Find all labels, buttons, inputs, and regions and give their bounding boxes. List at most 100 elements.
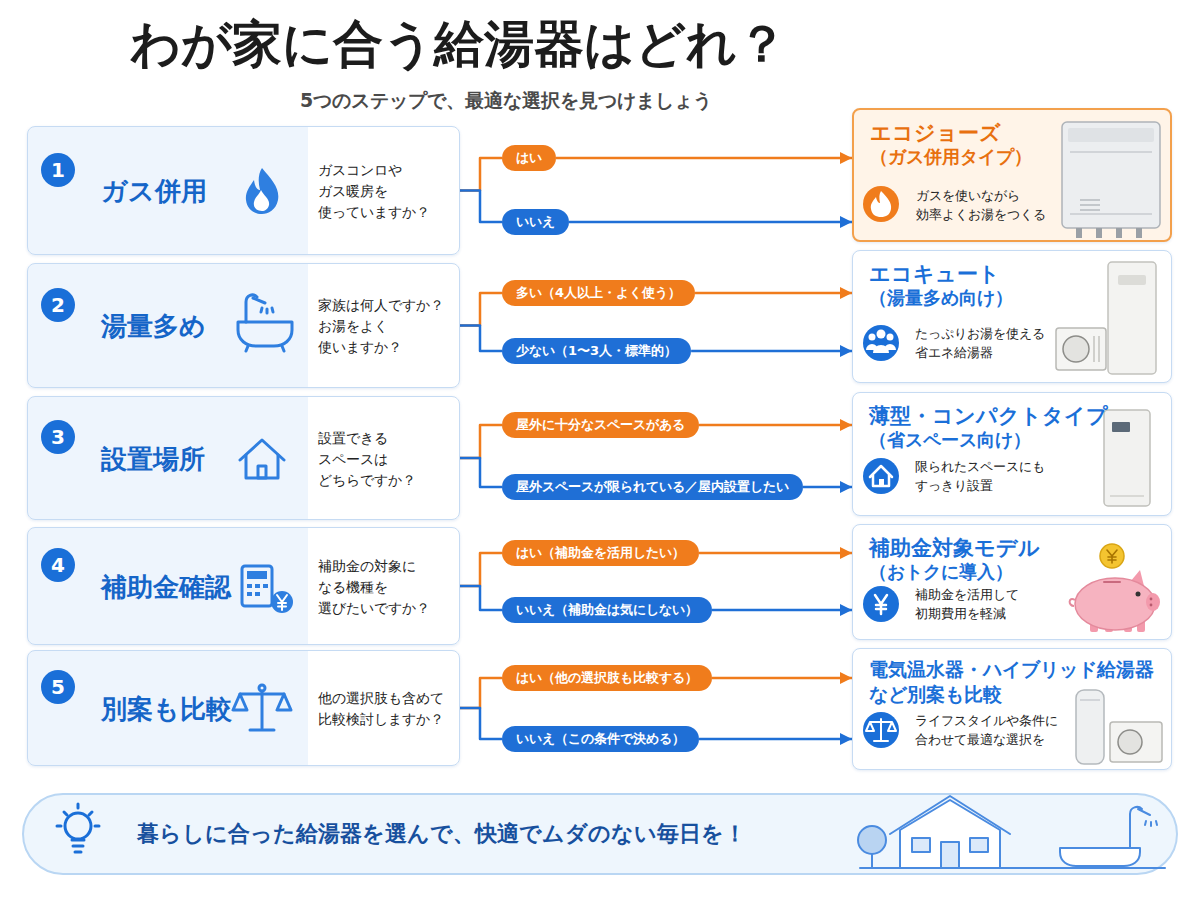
heat-pump-picture — [1056, 262, 1156, 374]
gas-boiler-picture — [1062, 122, 1160, 238]
flow-connector — [460, 326, 502, 352]
answer-text: いいえ（補助金は気にしない） — [516, 597, 698, 623]
answer-text: 少ない（1〜3人・標準的） — [516, 338, 677, 364]
flow-connector — [691, 350, 852, 353]
text-slot: 補助金確認 — [101, 572, 231, 603]
question-text: 補助金の対象に なる機種を 選びたいですか？ — [318, 556, 456, 619]
heat-pump-picture — [1108, 262, 1156, 374]
answer-text: はい（他の選択肢も比較する） — [516, 665, 698, 691]
question-text: 家族は何人ですか？ お湯をよく 使いますか？ — [318, 295, 456, 358]
result-title: 補助金対象モデル — [869, 535, 1040, 561]
question-row: 湯量多め家族は何人ですか？ お湯をよく 使いますか？2 — [27, 263, 460, 388]
step-title: 別案も比較 — [101, 694, 232, 725]
page-title: わが家に合う給湯器はどれ？ — [130, 14, 787, 74]
subtitle: 5つのステップで、最適な選択を見つけましょう — [300, 88, 712, 114]
water-heater-picture — [1110, 722, 1162, 762]
light-bulb-icon — [57, 804, 99, 826]
calculator-icon — [247, 584, 252, 588]
step-number-text: 2 — [41, 288, 75, 322]
result-icon-people — [866, 344, 896, 353]
flow-connector — [699, 738, 852, 741]
result-subtitle: （湯量多め向け） — [869, 287, 1013, 310]
text-slot: ライフスタイルや条件に 合わせて最適な選択を — [915, 712, 1067, 750]
text-slot: エコキュート — [869, 261, 1000, 287]
step-title: ガス併用 — [101, 176, 207, 207]
question-row: 別案も比較他の選択肢も含めて 比較検討しますか？5 — [27, 650, 460, 766]
piggy-bank-picture — [1136, 592, 1141, 597]
calculator-icon — [242, 566, 272, 606]
result-description: 限られたスペースにも すっきり設置 — [915, 458, 1067, 496]
text-slot: （おトクに導入） — [869, 561, 1013, 584]
house-picture — [1130, 807, 1150, 848]
text-slot: 補助金対象モデル — [869, 535, 1040, 561]
gas-boiler-picture — [1096, 228, 1102, 238]
gas-boiler-picture — [1062, 122, 1160, 228]
question-text: ガスコンロや ガス暖房を 使っていますか？ — [318, 160, 456, 223]
heat-pump-picture — [1094, 336, 1099, 362]
bathtub-icon — [238, 295, 292, 351]
flow-connector — [699, 424, 852, 427]
result-icon-house — [870, 466, 892, 486]
bathtub-icon — [261, 308, 273, 313]
question-text: 設置できる スペースは どちらですか？ — [318, 428, 456, 491]
house-icon — [240, 440, 284, 478]
result-icon-house — [863, 458, 899, 494]
house-picture — [912, 838, 930, 852]
result-icon-scale — [863, 712, 899, 748]
result-icon-yen — [863, 586, 899, 622]
answer-pill: はい — [502, 145, 556, 171]
result-description: ライフスタイルや条件に 合わせて最適な選択を — [915, 712, 1067, 750]
footer-message: 暮らしに合った給湯器を選んで、快適でムダのない毎日を！ — [137, 819, 746, 849]
text-slot: エコジョーズ — [870, 120, 1001, 146]
text-slot: ガスを使いながら 効率よくお湯をつくる — [916, 187, 1068, 225]
answer-text: いいえ — [516, 209, 555, 235]
text-slot: 暮らしに合った給湯器を選んで、快適でムダのない毎日を！ — [137, 819, 746, 849]
step-number: 5 — [41, 670, 75, 704]
flame-icon — [254, 190, 269, 211]
text-slot: 家族は何人ですか？ お湯をよく 使いますか？ — [318, 295, 456, 358]
piggy-bank-picture — [1150, 604, 1153, 607]
flow-connector — [460, 158, 502, 191]
water-heater-picture — [1076, 690, 1104, 764]
scale-icon — [233, 694, 291, 710]
flow-connector — [803, 486, 852, 489]
piggy-bank-picture — [1100, 544, 1124, 568]
text-slot: （ガス併用タイプ） — [870, 146, 1032, 169]
text-slot: 別案も比較 — [101, 694, 232, 725]
result-icon-people — [863, 325, 899, 361]
flow-connector — [460, 586, 502, 610]
scale-icon — [233, 685, 291, 730]
result-title: 電気温水器・ハイブリッド給湯器 など別案も比較 — [869, 657, 1169, 706]
flow-connector — [460, 293, 502, 326]
piggy-bank-picture — [1150, 598, 1153, 601]
answer-pill: いいえ — [502, 209, 569, 235]
text-slot: 限られたスペースにも すっきり設置 — [915, 458, 1067, 496]
calculator-icon — [247, 592, 252, 596]
flow-connector — [460, 458, 502, 487]
answer-pill: 多い（4人以上・よく使う） — [502, 280, 695, 306]
calculator-icon — [247, 571, 267, 579]
compact-unit-picture — [1104, 410, 1150, 506]
calculator-icon — [255, 584, 260, 588]
gas-boiler-picture — [1136, 228, 1142, 238]
calculator-icon — [271, 591, 293, 613]
answer-text: はい（補助金を活用したい） — [516, 540, 685, 566]
text-slot: わが家に合う給湯器はどれ？ — [130, 14, 787, 74]
result-icon-house — [879, 479, 884, 486]
step-number-text: 1 — [41, 153, 75, 187]
light-bulb-icon — [57, 804, 99, 852]
flow-connector — [699, 552, 852, 555]
water-heater-picture — [1080, 699, 1100, 701]
bathtub-icon — [253, 298, 265, 303]
result-description: 補助金を活用して 初期費用を軽減 — [915, 586, 1067, 624]
answer-pill: いいえ（この条件で決める） — [502, 726, 699, 752]
flow-connector — [712, 609, 852, 612]
gas-boiler-picture — [1070, 152, 1152, 214]
result-title: 薄型・コンパクトタイプ — [869, 403, 1108, 429]
result-icon-people — [869, 334, 876, 341]
result-icon-people — [887, 334, 894, 341]
piggy-bank-picture — [1146, 593, 1160, 611]
piggy-bank-picture — [1104, 581, 1120, 583]
light-bulb-icon — [65, 813, 91, 839]
